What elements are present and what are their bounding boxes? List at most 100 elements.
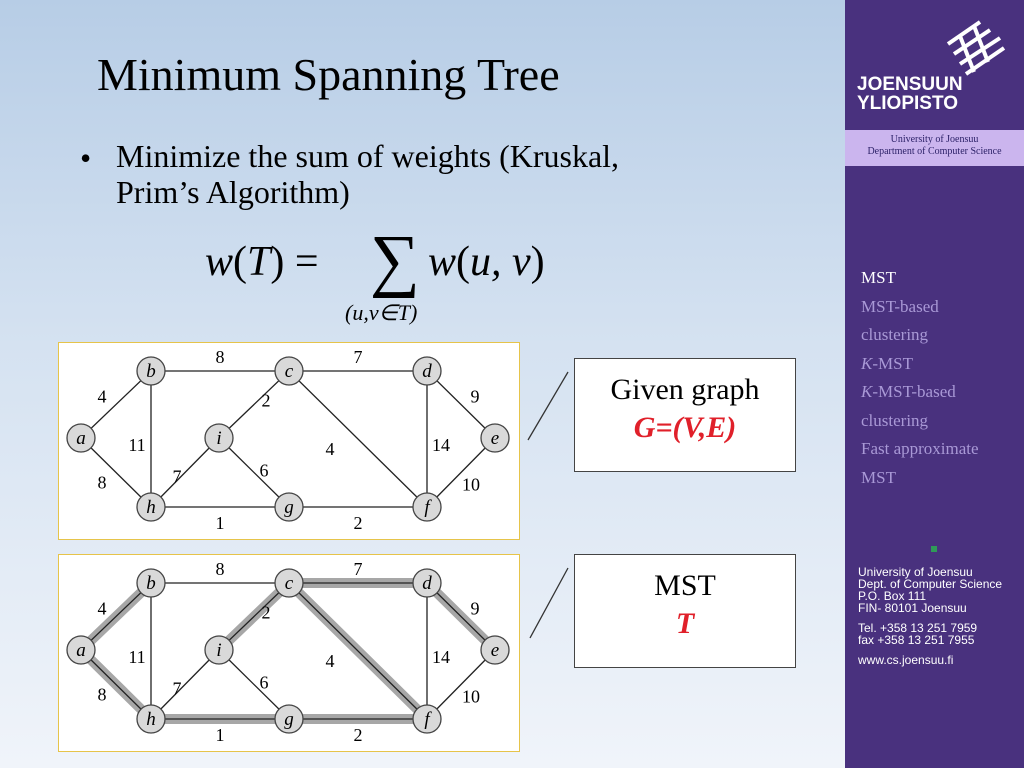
given-weight-ef: 10: [462, 475, 480, 495]
given-node-label-d: d: [422, 361, 432, 382]
mst-weight-cd: 7: [354, 559, 363, 579]
sidebar: JOENSUUN YLIOPISTO University of Joensuu…: [845, 0, 1024, 768]
nav-k-letter: K: [861, 353, 873, 373]
mst-weight-hi: 7: [173, 679, 182, 699]
nav-item-mst[interactable]: MST: [861, 268, 896, 287]
given-weight-hi: 7: [173, 467, 182, 487]
given-callout-line: [527, 371, 569, 441]
given-node-i: [204, 423, 234, 453]
nav-item-mst-2[interactable]: MST: [861, 467, 896, 487]
given-node-a: [66, 423, 96, 453]
nav-item-clustering[interactable]: clustering: [861, 325, 929, 344]
mst-edge-ah: [80, 649, 152, 720]
given-node-e: [480, 423, 510, 453]
logo-line-2: YLIOPISTO: [857, 93, 959, 114]
contact-line-2: Dept. of Computer Science: [858, 577, 1003, 591]
given-edge-ab: [80, 370, 152, 439]
contact-website[interactable]: www.cs.joensuu.fi: [858, 653, 954, 667]
given-node-c: [274, 356, 304, 386]
given-weight-cd: 7: [354, 347, 363, 367]
mst-weight-bc: 8: [216, 559, 225, 579]
mst-node-label-h: h: [146, 709, 156, 730]
mst-node-f: [412, 704, 442, 734]
given-weight-gf: 2: [354, 513, 363, 533]
nav-item-clustering-2[interactable]: clustering: [861, 410, 929, 430]
mst-edge-ci: [218, 582, 290, 651]
mst-edge-ig: [218, 649, 290, 720]
given-node-label-g: g: [284, 497, 294, 518]
mst-weight-gf: 2: [354, 725, 363, 745]
given-node-label-c: c: [285, 361, 294, 382]
given-node-label-h: h: [146, 497, 156, 518]
given-edge-ci: [218, 370, 290, 439]
given-node-h: [136, 492, 166, 522]
formula-rhs: w(u, v): [428, 238, 545, 286]
mst-label-box: MST T: [574, 554, 796, 668]
nav-item-k-mst[interactable]: K-MST: [861, 350, 979, 379]
mst-node-d: [412, 568, 442, 598]
mst-node-label-c: c: [285, 573, 294, 594]
mst-node-g: [274, 704, 304, 734]
given-node-b: [136, 356, 166, 386]
sigma-symbol: ∑: [370, 222, 420, 299]
bullet-line-1: Minimize the sum of weights (Kruskal,: [116, 138, 620, 174]
logo-line-1: JOENSUUN: [857, 74, 963, 95]
mst-weight-ah: 8: [98, 685, 107, 705]
mst-caption: MST: [654, 569, 716, 602]
contact-line-4: FIN- 80101 Joensuu: [858, 601, 967, 615]
mst-node-b: [136, 568, 166, 598]
given-node-d: [412, 356, 442, 386]
mst-edge-ab: [80, 582, 152, 651]
logo-wordmark: JOENSUUN YLIOPISTO: [857, 75, 963, 113]
contact-phone: Tel. +358 13 251 7959: [858, 621, 978, 635]
nav-item-mst-based[interactable]: MST-based: [861, 296, 939, 316]
separator-square-icon: [931, 546, 937, 552]
nav-k-letter-2: K: [861, 382, 873, 401]
formula-rhs-uv: u, v: [470, 239, 531, 285]
mst-node-h: [136, 704, 166, 734]
given-weight-bc: 8: [216, 347, 225, 367]
mst-node-label-d: d: [422, 573, 432, 594]
given-edge-ig: [218, 437, 290, 508]
nav-k-mst-label: -MST: [872, 353, 913, 373]
mst-node-label-g: g: [284, 709, 294, 730]
formula-equals: =: [294, 239, 319, 285]
callout-lines: [527, 371, 569, 639]
given-weight-df: 14: [432, 435, 450, 455]
contact-info: University of Joensuu Dept. of Computer …: [858, 566, 1002, 666]
nav-item-k-mst-based[interactable]: K-MST-based: [861, 378, 979, 407]
given-weight-cf: 4: [326, 439, 335, 459]
mst-callout-line: [529, 567, 569, 639]
nav-k-mst-based-label: -MST-based: [872, 382, 956, 401]
given-weight-ab: 4: [98, 387, 107, 407]
formula-subscript: (u,v∈T): [345, 300, 418, 325]
given-weight-ah: 8: [98, 473, 107, 493]
section-navigation: MST MST-based clustering K-MST K-MST-bas…: [861, 264, 979, 492]
formula-rhs-open: (: [456, 239, 471, 285]
given-graph-label-box: Given graph G=(V,E): [574, 358, 796, 472]
bullet-line-2: Prim’s Algorithm): [116, 174, 350, 210]
given-edge-de: [426, 370, 496, 439]
bullet-text: Minimize the sum of weights (Kruskal, Pr…: [116, 138, 796, 210]
given-graph-caption: Given graph: [610, 373, 760, 406]
university-logo-icon: [946, 20, 1006, 76]
mst-node-i: [204, 635, 234, 665]
mst-node-c: [274, 568, 304, 598]
given-node-label-f: f: [424, 497, 432, 518]
given-node-label-i: i: [216, 428, 221, 449]
given-weight-bh: 11: [128, 435, 145, 455]
mst-node-a: [66, 635, 96, 665]
mst-node-label-a: a: [76, 640, 86, 661]
given-graph-notation: G=(V,E): [633, 411, 737, 444]
formula-open: (: [233, 239, 248, 285]
mst-weight-cf: 4: [326, 651, 335, 671]
mst-weight-ig: 6: [260, 673, 269, 693]
mst-notation: T: [675, 607, 695, 640]
mst-weight-ci: 2: [262, 603, 271, 623]
mst-edge-ef: [426, 649, 496, 720]
formula-rhs-w: w: [428, 239, 457, 285]
nav-item-fast-approximate[interactable]: Fast approximate: [861, 439, 979, 458]
